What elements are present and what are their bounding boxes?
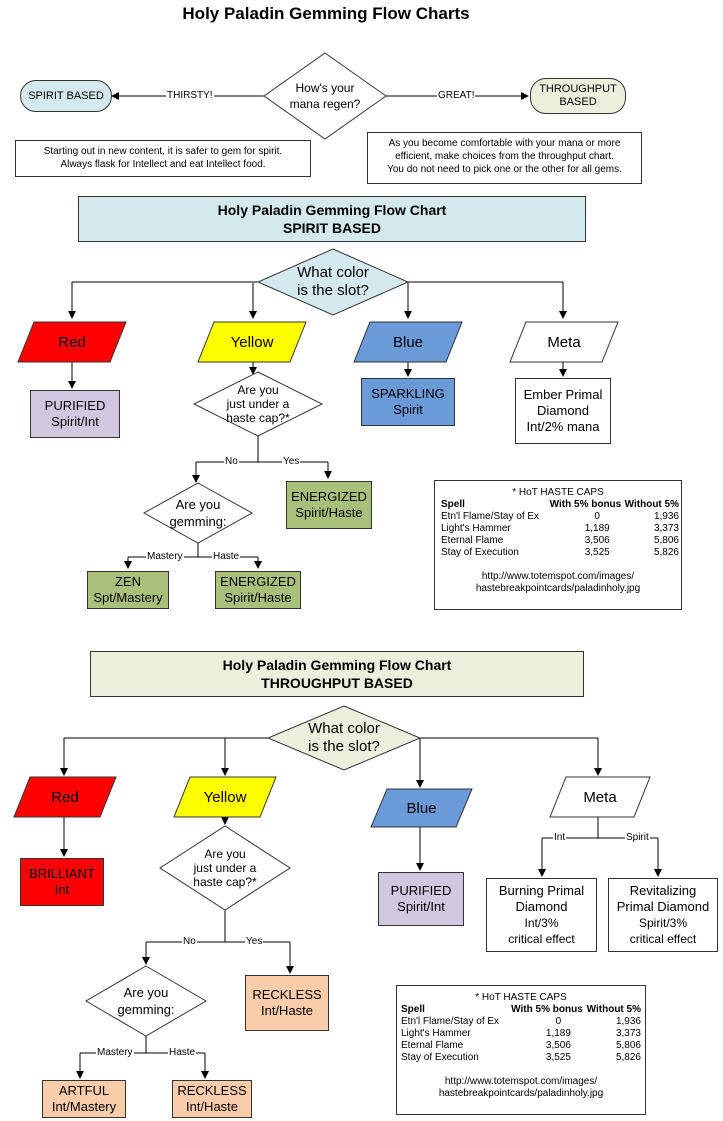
throughput-haste-label: Haste: [168, 1047, 197, 1059]
spirit-no-label: No: [224, 456, 239, 468]
throughput-based-pill: THROUGHPUT BASED: [530, 78, 626, 114]
meta-spirit-label: Spirit: [625, 832, 650, 844]
spirit-yes-gem: ENERGIZED Spirit/Haste: [286, 481, 372, 529]
spirit-red-shape: [17, 321, 127, 363]
spirit-meta-gem: Ember Primal Diamond Int/2% mana: [515, 378, 611, 444]
throughput-haste-gem: RECKLESS Int/Haste: [172, 1080, 252, 1118]
spirit-blue-shape: [353, 321, 463, 363]
throughput-chart-header: Holy Paladin Gemming Flow Chart THROUGHP…: [90, 651, 584, 697]
throughput-no-label: No: [182, 936, 197, 948]
thirsty-label: THIRSTY!: [166, 90, 214, 102]
spirit-yellow-shape: [197, 321, 307, 363]
haste-caps-title: * HoT HASTE CAPS: [512, 487, 604, 498]
spirit-red-gem: PURIFIED Spirit/Int: [30, 390, 120, 438]
throughput-red-gem: BRILLIANT Int: [20, 858, 104, 906]
meta-int-label: Int: [553, 832, 567, 844]
spirit-note: Starting out in new content, it is safer…: [15, 140, 311, 177]
haste-caps-table-throughput: * HoT HASTE CAPS Spell With 5% bonus Wit…: [396, 985, 646, 1115]
throughput-note: As you become comfortable with your mana…: [367, 132, 642, 184]
throughput-mastery-label: Mastery: [96, 1047, 134, 1059]
great-label: GREAT!: [437, 90, 476, 102]
throughput-meta-spirit-gem: Revitalizing Primal Diamond Spirit/3% cr…: [608, 878, 718, 952]
throughput-color-decision: [266, 705, 422, 771]
throughput-blue-gem: PURIFIED Spirit/Int: [378, 872, 464, 926]
haste-caps-grid: Spell With 5% bonus Without 5% Etn'l Fla…: [441, 499, 679, 558]
spirit-haste-decision: [192, 371, 324, 437]
spirit-meta-shape: [509, 321, 619, 363]
throughput-meta-int-gem: Burning Primal Diamond Int/3% critical e…: [486, 878, 597, 952]
spirit-based-pill: SPIRIT BASED: [20, 80, 112, 112]
throughput-yes-gem: RECKLESS Int/Haste: [245, 975, 329, 1031]
haste-caps-url: http://www.totemspot.com/images/ hastebr…: [438, 1076, 604, 1099]
spirit-mastery-gem: ZEN Spt/Mastery: [87, 571, 169, 609]
haste-caps-table-spirit: * HoT HASTE CAPS Spell With 5% bonus Wit…: [434, 480, 682, 610]
throughput-haste-decision: [159, 825, 291, 911]
haste-caps-grid: Spell With 5% bonus Without 5% Etn'l Fla…: [401, 1004, 641, 1063]
throughput-gemming-decision: [85, 965, 207, 1037]
haste-caps-title: * HoT HASTE CAPS: [475, 992, 567, 1003]
spirit-chart-header: Holy Paladin Gemming Flow Chart SPIRIT B…: [78, 196, 586, 242]
mana-regen-decision: [263, 52, 387, 140]
spirit-yes-label: Yes: [282, 456, 301, 468]
spirit-haste-gem: ENERGIZED Spirit/Haste: [215, 571, 301, 609]
spirit-haste-label: Haste: [212, 551, 241, 563]
throughput-mastery-gem: ARTFUL Int/Mastery: [42, 1080, 126, 1118]
throughput-red-shape: [13, 776, 117, 818]
throughput-blue-shape: [370, 788, 473, 828]
page-title: Holy Paladin Gemming Flow Charts: [182, 4, 470, 23]
haste-caps-url: http://www.totemspot.com/images/ hastebr…: [475, 571, 641, 594]
spirit-blue-gem: SPARKLING Spirit: [361, 378, 455, 426]
spirit-mastery-label: Mastery: [146, 551, 184, 563]
throughput-yellow-shape: [173, 776, 277, 818]
throughput-yes-label: Yes: [245, 936, 264, 948]
spirit-color-decision: [256, 248, 410, 316]
spirit-gemming-decision: [142, 482, 254, 544]
throughput-meta-shape: [549, 776, 651, 818]
